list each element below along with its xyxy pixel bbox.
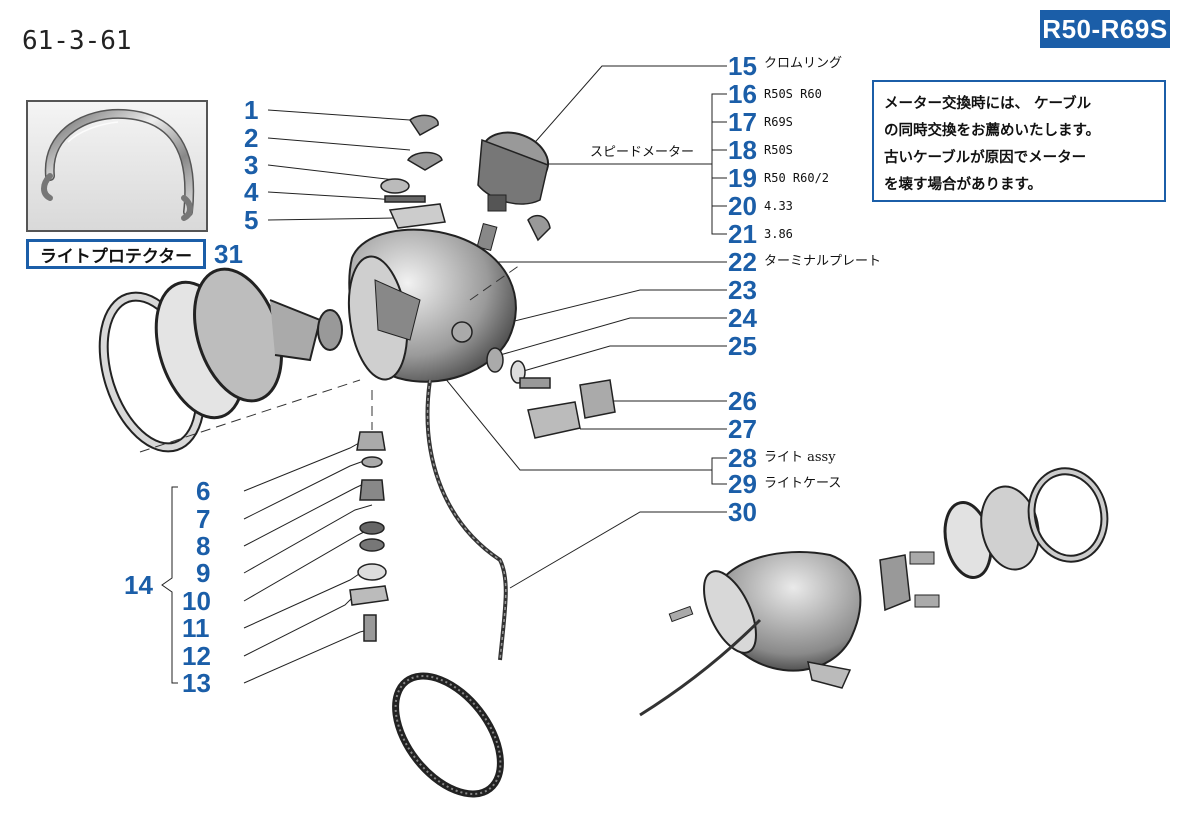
callout-29-desc: ライトケース [764,476,842,491]
headlight-shell-art [347,228,517,383]
page-code: 61-3-61 [22,26,132,56]
leader-lines [161,65,727,684]
callout-9: 9 [196,558,211,588]
callout-15: 15 [728,51,757,81]
callout-18-desc: R50S [764,143,793,157]
notice-line: メーター交換時には、 ケーブル [884,95,1092,112]
callout-20-desc: 4.33 [764,199,793,213]
callout-25: 25 [728,331,757,361]
callout-12: 12 [182,641,211,671]
callout-2: 2 [244,123,259,153]
callout-22-desc: ターミナルプレート [764,254,882,269]
callout-11: 11 [182,613,210,643]
callout-28-desc: ライト assy [764,450,836,465]
switch-parts-art [380,114,446,229]
notice-line: の同時交換をお薦めいたします。 [884,122,1101,139]
callout-22: 22 [728,247,757,277]
callout-28: 28 [728,443,757,473]
callout-6: 6 [196,476,211,506]
callout-5: 5 [244,205,259,235]
callout-29: 29 [728,469,757,499]
notice-line: 古いケーブルが原因でメーター [884,149,1087,166]
callout-16-desc: R50S R60 [764,87,822,101]
callout-18: 18 [728,135,757,165]
light-protector-photo [26,100,208,232]
light-protector-image [28,102,206,230]
model-badge: R50-R69S [1040,10,1170,48]
bolt-parts-art [486,347,616,439]
callout-3: 3 [244,150,259,180]
callout-31: 31 [214,239,243,269]
callout-4: 4 [244,177,259,207]
callout-1: 1 [244,95,259,125]
gasket-art [392,672,504,798]
callout-26: 26 [728,386,757,416]
callout-27: 27 [728,414,757,444]
callout-17: 17 [728,107,757,137]
callout-14: 14 [124,570,153,600]
callout-20: 20 [728,191,757,221]
callout-8: 8 [196,531,211,561]
callout-10: 10 [182,586,211,616]
notice-line: を壊す場合があります。 [884,176,1043,193]
headlight-assembly-art-2 [639,467,1109,717]
lens-rings-art [98,267,343,453]
callout-7: 7 [196,504,211,534]
notice-box: メーター交換時には、 ケーブル の同時交換をお薦めいたします。 古いケーブルが原… [872,80,1166,202]
callout-19-desc: R50 R60/2 [764,171,830,185]
callout-21: 21 [728,219,757,249]
socket-stack-art [349,431,389,642]
light-protector-label: ライトプロテクター [26,239,206,269]
speedometer-group-label: スピードメーター [590,145,695,160]
callout-16: 16 [728,79,757,109]
callout-23: 23 [728,275,757,305]
callout-17-desc: R69S [764,115,793,129]
callout-13: 13 [182,668,211,698]
callout-19: 19 [728,163,757,193]
assembly-dash-lines [139,264,521,453]
cable-art [425,379,508,661]
callout-15-desc: クロムリング [764,56,843,71]
speedometer-art [476,131,551,252]
callout-30: 30 [728,497,757,527]
callout-24: 24 [728,303,757,333]
callout-21-desc: 3.86 [764,227,793,241]
